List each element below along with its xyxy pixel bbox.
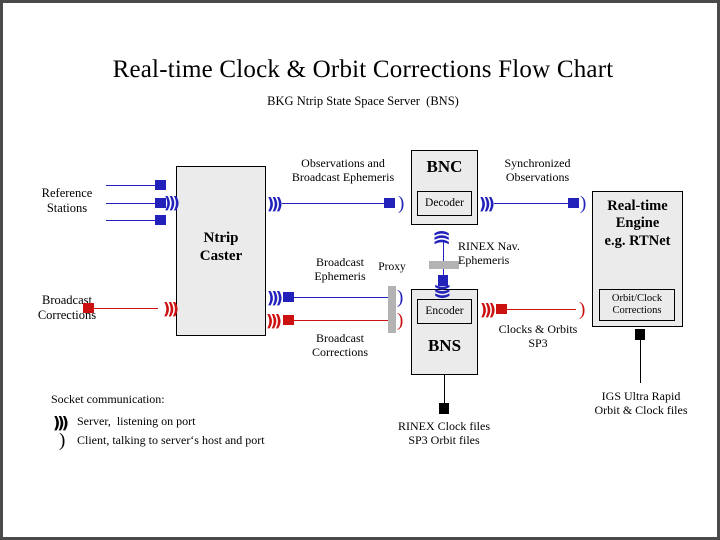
label-synchronized-observations: Synchronized Observations [504, 156, 571, 185]
arrow-observations-head [384, 198, 395, 208]
arrow-rinex-clock-files-line [444, 375, 445, 408]
socket-client-icon-bns-bccorr: ) [397, 310, 404, 331]
arrow-ref-station-3-head [155, 215, 166, 225]
legend-row-client: ) Client, talking to server‘s host and p… [51, 430, 265, 451]
node-ntrip-caster-label: Ntrip Caster [199, 230, 243, 264]
node-bnc-decoder[interactable]: Decoder [417, 191, 472, 216]
label-broadcast-corrections-mid: Broadcast Corrections [312, 331, 368, 360]
socket-server-icon-bns-rinex: ))) [433, 283, 453, 297]
arrow-ref-station-3-line [106, 220, 158, 221]
arrow-clocks-orbits-line [506, 309, 576, 310]
socket-server-icon-caster-bccorr: ))) [266, 311, 282, 330]
arrow-ref-station-1-head [155, 180, 166, 190]
arrow-broadcast-ephemeris-line [293, 297, 396, 298]
label-rinex-clock-sp3-files: RINEX Clock files SP3 Orbit files [398, 419, 490, 448]
socket-server-icon-bnc-rinex: ))) [431, 232, 451, 246]
socket-server-icon-bns-clocks: ))) [480, 300, 496, 319]
legend: Socket communication: ))) Server, listen… [51, 392, 265, 451]
label-broadcast-ephemeris: Broadcast Ephemeris [314, 255, 366, 284]
arrow-synchronized-line [494, 203, 570, 204]
arrow-rinex-clock-files-head [439, 403, 449, 414]
arrow-broadcast-corrections-mid-head [283, 315, 294, 325]
socket-server-icon-caster-out: ))) [163, 299, 179, 318]
label-reference-stations: Reference Stations [41, 186, 93, 215]
label-broadcast-corrections-left: Broadcast Corrections [37, 293, 97, 322]
socket-server-icon-caster-bcep: ))) [267, 288, 283, 307]
node-bnc-label: BNC [426, 157, 463, 176]
socket-server-icon-legend: ))) [53, 413, 69, 432]
arrow-broadcast-corrections-mid-line [293, 320, 396, 321]
proxy-bar-vertical-path [429, 261, 459, 269]
legend-client-label: Client, talking to server‘s host and por… [77, 433, 265, 447]
page-title: Real-time Clock & Orbit Corrections Flow… [112, 56, 614, 83]
arrow-synchronized-head [568, 198, 579, 208]
arrow-observations-line [282, 203, 386, 204]
socket-server-icon-caster-in: ))) [164, 193, 180, 212]
arrow-clocks-orbits-head [496, 304, 507, 314]
arrow-ref-station-1-line [106, 185, 158, 186]
arrow-ref-station-2-head [155, 198, 166, 208]
socket-client-icon-legend: ) [59, 430, 66, 451]
node-realtime-engine-label: Real-time Engine e.g. RTNet [604, 198, 671, 249]
arrow-broadcast-ephemeris-head [283, 292, 294, 302]
label-igs-ultra-rapid: IGS Ultra Rapid Orbit & Clock files [594, 389, 688, 418]
socket-client-icon-bnc-obs: ) [398, 193, 405, 214]
arrow-broadcast-corrections-left-head [83, 303, 94, 313]
node-orbit-clock-corrections[interactable]: Orbit/Clock Corrections [599, 289, 675, 321]
socket-client-icon-bns-bcep: ) [397, 287, 404, 308]
page-subtitle: BKG Ntrip State Space Server (BNS) [267, 94, 459, 108]
label-rinex-nav-ephemeris: RINEX Nav. Ephemeris [458, 239, 520, 268]
socket-client-icon-engine-sync: ) [580, 193, 587, 214]
legend-heading: Socket communication: [51, 392, 165, 406]
node-bns-label: BNS [427, 336, 462, 355]
socket-server-icon-bnc-sync: ))) [479, 194, 495, 213]
socket-client-icon-engine-clocks: ) [579, 299, 586, 320]
arrow-igs-ultra-rapid-head [635, 329, 645, 340]
node-bns-encoder[interactable]: Encoder [417, 299, 472, 324]
legend-row-server: ))) Server, listening on port [51, 413, 196, 432]
node-ntrip-caster[interactable]: Ntrip Caster [176, 166, 266, 336]
label-observations-broadcast-ephemeris: Observations and Broadcast Ephemeris [291, 156, 395, 185]
legend-server-label: Server, listening on port [77, 414, 196, 428]
proxy-bar-horizontal-path [388, 286, 396, 333]
label-clocks-orbits-sp3: Clocks & Orbits SP3 [498, 322, 578, 351]
arrow-ref-station-2-line [106, 203, 158, 204]
arrow-rinex-nav-head [438, 275, 448, 286]
arrow-igs-ultra-rapid-line [640, 339, 641, 383]
label-proxy: Proxy [378, 261, 406, 273]
legend-heading-row: Socket communication: [51, 392, 165, 413]
socket-server-icon-caster-obs: ))) [267, 194, 283, 213]
arrow-broadcast-corrections-left-line [94, 308, 158, 309]
